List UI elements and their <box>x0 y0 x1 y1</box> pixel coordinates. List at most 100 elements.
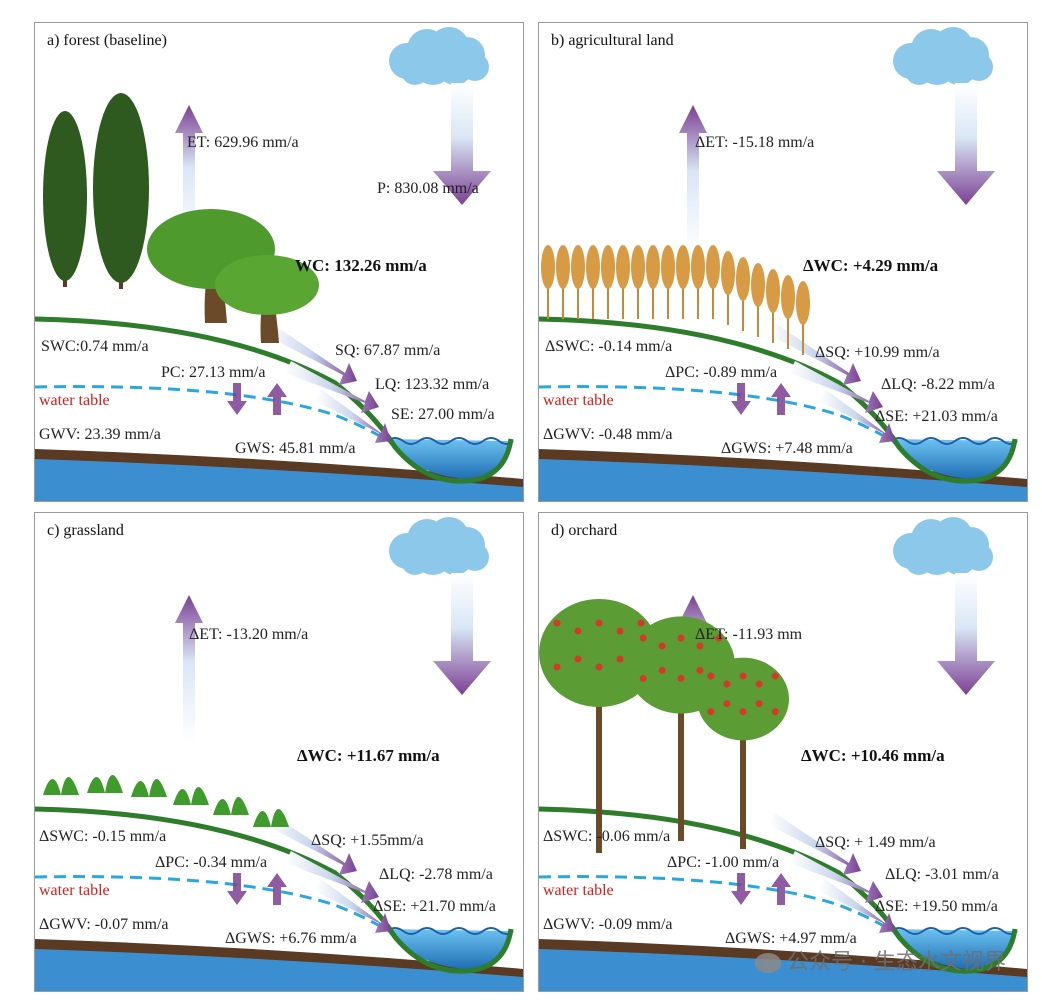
ground-surface <box>539 316 1018 484</box>
pc-label: ΔPC: -0.34 mm/a <box>155 854 268 871</box>
gwv-label: GWV: 23.39 mm/a <box>39 426 161 443</box>
bedrock-layer <box>35 449 523 487</box>
lq-label: ΔLQ: -2.78 mm/a <box>379 866 493 883</box>
water-table-line <box>35 385 386 441</box>
watermark-text: 公众号 · 生态水文视界 <box>787 950 1006 975</box>
swc-label: ΔSWC: -0.15 mm/a <box>39 828 167 845</box>
et-label: ΔET: -13.20 mm/a <box>189 626 309 643</box>
precipitation-arrow <box>433 83 491 205</box>
pc-label: ΔPC: -0.89 mm/a <box>665 364 778 381</box>
gwv-label: ΔGWV: -0.48 mm/a <box>543 426 673 443</box>
river <box>385 929 513 969</box>
precipitation-arrow <box>937 83 995 205</box>
gws-label: ΔGWS: +7.48 mm/a <box>721 440 853 457</box>
et-label: ΔET: -15.18 mm/a <box>695 134 815 151</box>
gwv-label: ΔGWV: -0.07 mm/a <box>39 916 169 933</box>
river-waves <box>386 927 514 935</box>
cloud-icon <box>893 27 993 85</box>
panel-title: c) grassland <box>47 522 124 539</box>
panel-graphic <box>539 517 1027 991</box>
river <box>385 439 513 479</box>
surface-runoff-arrow <box>265 813 357 875</box>
groundwater-band <box>539 943 1027 991</box>
groundwater-band <box>539 453 1027 501</box>
wc-label: ΔWC: +4.29 mm/a <box>803 256 939 275</box>
soil-evaporation-arrow <box>819 879 895 933</box>
cloud-icon <box>893 517 993 575</box>
gwv-label: ΔGWV: -0.09 mm/a <box>543 916 673 933</box>
surface-runoff-arrow <box>769 323 861 385</box>
percolation-arrow <box>227 383 247 415</box>
sq-label: ΔSQ: +1.55mm/a <box>311 832 424 849</box>
groundwater-supply-arrow <box>771 873 791 905</box>
surface-runoff-arrow <box>265 323 357 385</box>
watermark: 公众号 · 生态水文视界 <box>755 944 1006 976</box>
soil-evaporation-arrow <box>315 879 391 933</box>
surface-runoff-arrow <box>769 813 861 875</box>
precipitation-arrow <box>937 573 995 695</box>
et-label: ET: 629.96 mm/a <box>187 134 299 151</box>
water-table-label: water table <box>543 882 614 899</box>
bedrock-layer <box>35 939 523 977</box>
panel-graphic <box>539 27 1027 501</box>
water-table-label: water table <box>543 392 614 409</box>
gws-label: ΔGWS: +6.76 mm/a <box>225 930 357 947</box>
ground-surface <box>35 316 514 484</box>
percolation-arrow <box>731 873 751 905</box>
wc-label: ΔWC: +10.46 mm/a <box>801 746 945 765</box>
soil-evaporation-arrow <box>819 389 895 443</box>
water-table-line <box>539 385 890 441</box>
wechat-icon <box>755 953 782 973</box>
swc-label: SWC:0.74 mm/a <box>41 338 149 355</box>
panel-forest: a) forest (baseline) ET: 629.96 mm/a P: 83… <box>34 22 524 502</box>
bedrock-layer <box>539 939 1027 977</box>
se-label: ΔSE: +19.50 mm/a <box>875 898 998 915</box>
percolation-arrow <box>731 383 751 415</box>
groundwater-band <box>35 943 523 991</box>
pc-label: ΔPC: -1.00 mm/a <box>667 854 780 871</box>
wc-label: ΔWC: +11.67 mm/a <box>297 746 440 765</box>
bedrock-layer <box>539 449 1027 487</box>
gws-label: GWS: 45.81 mm/a <box>235 440 356 457</box>
evapotranspiration-arrow <box>175 595 203 743</box>
river-waves <box>890 437 1018 445</box>
water-table-label: water table <box>39 392 110 409</box>
wheat-vegetation <box>541 245 810 355</box>
panel-title: b) agricultural land <box>551 32 674 49</box>
panel-graphic <box>35 27 523 501</box>
lq-label: ΔLQ: -3.01 mm/a <box>885 866 999 883</box>
evapotranspiration-arrow <box>175 105 203 243</box>
river <box>889 929 1017 969</box>
sq-label: ΔSQ: + 1.49 mm/a <box>815 834 936 851</box>
forest-vegetation <box>43 93 319 343</box>
sq-label: ΔSQ: +10.99 mm/a <box>815 344 940 361</box>
se-label: SE: 27.00 mm/a <box>391 406 495 423</box>
evapotranspiration-arrow <box>679 105 707 253</box>
river <box>889 439 1017 479</box>
et-label: ΔET: -11.93 mm <box>695 626 803 643</box>
lq-label: LQ: 123.32 mm/a <box>375 376 490 393</box>
groundwater-band <box>35 453 523 501</box>
pc-label: PC: 27.13 mm/a <box>161 364 266 381</box>
gws-label: ΔGWS: +4.97 mm/a <box>725 930 857 947</box>
sq-label: SQ: 67.87 mm/a <box>335 342 441 359</box>
grass-vegetation <box>43 775 289 827</box>
p-label: P: 830.08 mm/a <box>377 180 479 197</box>
cloud-icon <box>389 517 489 575</box>
panel-title: a) forest (baseline) <box>47 32 167 49</box>
water-table-label: water table <box>39 882 110 899</box>
river-waves <box>386 437 514 445</box>
lateral-flow-arrow <box>285 851 379 903</box>
ground-surface <box>35 806 514 974</box>
percolation-arrow <box>227 873 247 905</box>
panel-title: d) orchard <box>551 522 618 539</box>
lateral-flow-arrow <box>285 361 379 413</box>
groundwater-supply-arrow <box>267 383 287 415</box>
groundwater-supply-arrow <box>771 383 791 415</box>
ground-surface <box>539 806 1018 974</box>
swc-label: ΔSWC: -0.14 mm/a <box>545 338 673 355</box>
lq-label: ΔLQ: -8.22 mm/a <box>881 376 995 393</box>
